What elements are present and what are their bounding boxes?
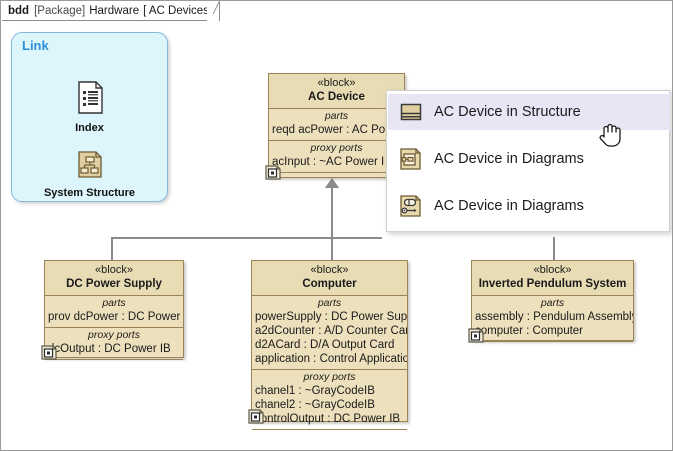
- compartment-row: dcOutput : DC Power IB: [48, 343, 171, 355]
- menu-item-label: AC Device in Diagrams: [434, 198, 584, 214]
- block-stereotype: «block»: [533, 264, 572, 276]
- ibd-diagram-icon: [399, 147, 423, 171]
- compartment-title: parts: [540, 297, 565, 309]
- link-item-label: System Structure: [43, 187, 136, 199]
- compartment-parts: parts powerSupply : DC Power Supply a2dC…: [252, 296, 407, 370]
- diagram-package-tag: [Package]: [34, 5, 86, 17]
- compartment-title: parts: [102, 297, 126, 309]
- diagram-reference-badge-icon[interactable]: [468, 327, 485, 347]
- compartment-title: proxy ports: [310, 142, 363, 154]
- popup-menu[interactable]: AC Device in Structure AC Device in Diag…: [386, 90, 670, 232]
- connector-drop-dc-power-supply: [111, 237, 113, 261]
- compartment-title: proxy ports: [303, 371, 356, 383]
- block-ac-device[interactable]: «block» AC Device parts reqd acPower : A…: [265, 73, 405, 180]
- block-name: AC Device: [308, 91, 365, 103]
- block-dc-power-supply[interactable]: «block» DC Power Supply parts prov dcPow…: [41, 260, 184, 360]
- link-item-index[interactable]: Index: [12, 81, 167, 134]
- block-header: «block» DC Power Supply: [45, 261, 183, 296]
- compartment-row: chanel2 : ~GrayCodeIB: [255, 399, 375, 411]
- compartment-row: chanel1 : ~GrayCodeIB: [255, 385, 375, 397]
- compartment-proxy-ports: proxy ports acInput : ~AC Power I: [269, 141, 404, 173]
- compartment-row: controlOutput : DC Power IB: [255, 413, 401, 425]
- block-header: «block» Inverted Pendulum System: [472, 261, 633, 296]
- diagram-reference-badge-icon[interactable]: [265, 164, 282, 184]
- compartment-parts: parts prov dcPower : DC Power: [45, 296, 183, 328]
- diagram-package-name: Hardware: [89, 5, 140, 17]
- block-computer[interactable]: «block» Computer parts powerSupply : DC …: [248, 260, 408, 430]
- menu-item-label: AC Device in Structure: [434, 104, 581, 120]
- block-name: Inverted Pendulum System: [478, 278, 627, 290]
- compartment-row: powerSupply : DC Power Supply: [255, 311, 407, 323]
- diagram-header-corner: [207, 2, 219, 22]
- block-header: «block» AC Device: [269, 74, 404, 109]
- menu-item-ac-device-in-structure[interactable]: AC Device in Structure: [388, 94, 670, 130]
- compartment-title: parts: [324, 110, 349, 122]
- compartment-proxy-ports: proxy ports chanel1 : ~GrayCodeIB chanel…: [252, 370, 407, 430]
- diagram-scope-label: [ AC Devices]: [143, 5, 213, 17]
- compartment-row: prov dcPower : DC Power: [48, 311, 181, 323]
- document-icon: [75, 81, 105, 119]
- link-panel: Link Index: [11, 32, 168, 202]
- compartment-parts: parts reqd acPower : AC Po: [269, 109, 404, 141]
- block-header: «block» Computer: [252, 261, 407, 296]
- block-name: Computer: [302, 278, 357, 290]
- generalization-arrow-icon: [325, 178, 339, 188]
- compartment-row: application : Control Application: [255, 353, 407, 365]
- diagram-reference-badge-icon[interactable]: [248, 408, 265, 428]
- menu-item-label: AC Device in Diagrams: [434, 151, 584, 167]
- menu-item-ac-device-in-diagrams-state[interactable]: AC Device in Diagrams: [388, 188, 670, 224]
- block-stereotype: «block»: [317, 77, 356, 89]
- connector-ac-device-stem: [331, 188, 333, 238]
- block-icon: [399, 100, 423, 124]
- block-stereotype: «block»: [310, 264, 349, 276]
- state-diagram-icon: [399, 194, 423, 218]
- link-item-system-structure[interactable]: System Structure: [12, 150, 167, 199]
- compartment-parts: parts assembly : Pendulum Assembly compu…: [472, 296, 633, 342]
- compartment-row: d2ACard : D/A Output Card: [255, 339, 395, 351]
- compartment-row: computer : Computer: [475, 325, 584, 337]
- connector-drop-computer: [331, 237, 333, 261]
- diagram-header: bdd [Package] Hardware [ AC Devices]: [2, 2, 221, 21]
- connector-drop-inverted-pendulum: [553, 237, 555, 261]
- block-inverted-pendulum-system[interactable]: «block» Inverted Pendulum System parts a…: [468, 260, 634, 343]
- link-item-label: Index: [75, 122, 104, 134]
- compartment-proxy-ports: proxy ports dcOutput : DC Power IB: [45, 328, 183, 360]
- menu-item-ac-device-in-diagrams-ibd[interactable]: AC Device in Diagrams: [388, 141, 670, 177]
- diagram-kind-label: bdd: [8, 5, 30, 17]
- block-stereotype: «block»: [95, 264, 133, 276]
- diagram-reference-badge-icon[interactable]: [41, 344, 58, 364]
- hierarchy-icon: [75, 151, 105, 184]
- link-panel-title: Link: [22, 38, 49, 53]
- compartment-title: proxy ports: [88, 329, 140, 341]
- compartment-row: a2dCounter : A/D Counter Card: [255, 325, 407, 337]
- compartment-row: acInput : ~AC Power I: [272, 156, 385, 168]
- compartment-row: reqd acPower : AC Po: [272, 124, 386, 136]
- compartment-row: assembly : Pendulum Assembly: [475, 311, 633, 323]
- compartment-title: parts: [317, 297, 342, 309]
- block-name: DC Power Supply: [66, 278, 162, 290]
- connector-horizontal-bus: [111, 237, 382, 239]
